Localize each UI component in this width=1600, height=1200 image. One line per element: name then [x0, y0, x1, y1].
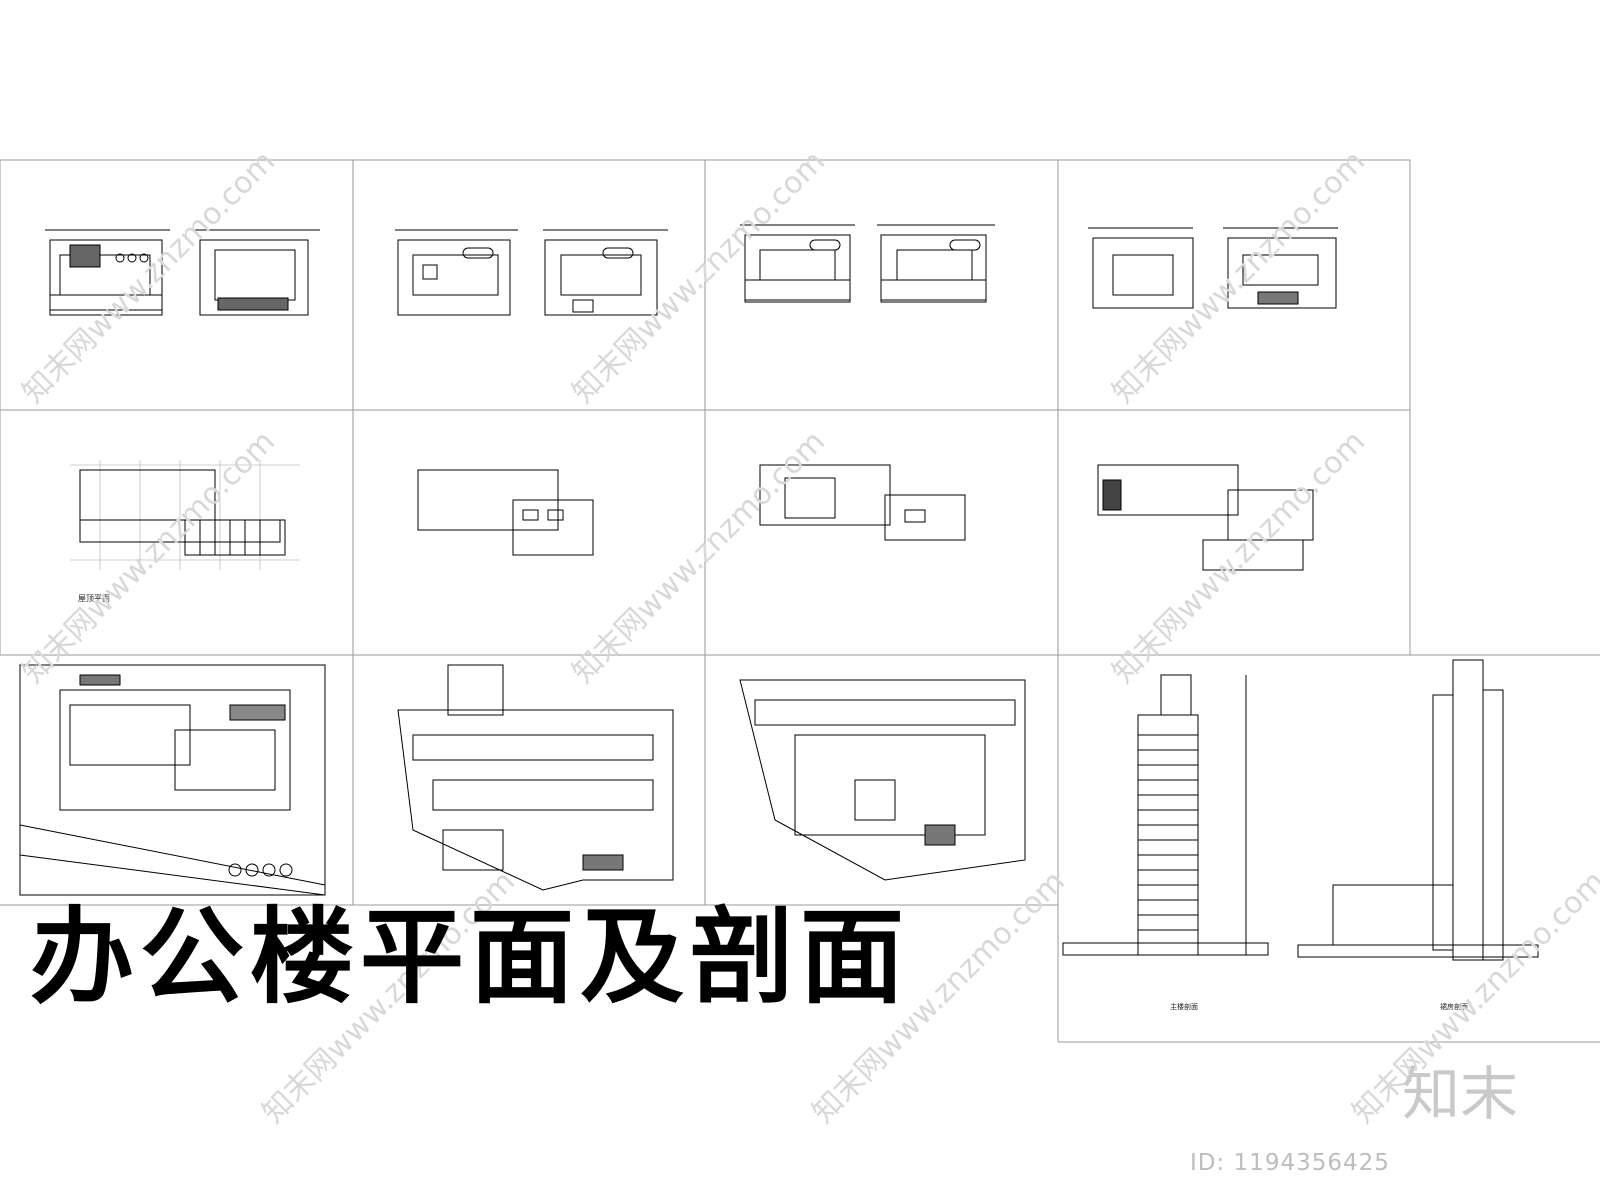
floor-plan-set-1	[45, 229, 320, 316]
site-plan	[19, 664, 326, 896]
floor-plan-set-2	[395, 229, 668, 316]
podium-section-label: 裙房剖面	[1440, 1003, 1468, 1011]
building-sections	[1062, 659, 1539, 961]
basement-plan-2	[739, 679, 1026, 881]
panel-grid	[0, 159, 1600, 1043]
floor-plan-large-3	[759, 464, 966, 541]
floor-plan-large-2	[417, 469, 594, 556]
roof-plan-label: 屋顶平面	[78, 594, 110, 603]
sheet-title: 办公楼平面及剖面	[30, 896, 911, 1018]
floor-plan-large-4	[1097, 464, 1314, 571]
main-section-label: 主楼剖面	[1170, 1003, 1198, 1011]
roof-plan	[70, 460, 300, 570]
brand-logo: 知末	[1402, 1060, 1519, 1128]
image-id: ID: 1194356425	[1190, 1150, 1390, 1176]
floor-plan-set-3	[740, 224, 995, 303]
basement-plan-1	[397, 664, 674, 891]
floor-plan-set-4	[1088, 227, 1338, 309]
